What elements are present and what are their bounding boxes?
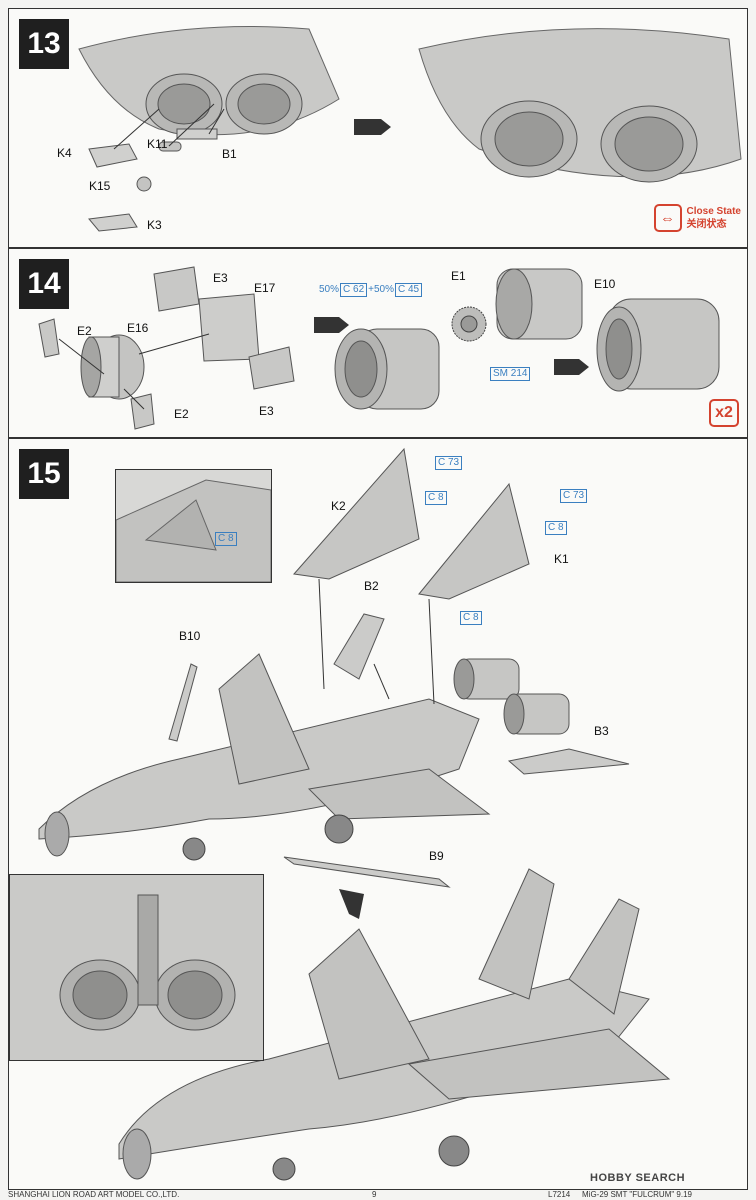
paint-c73-k1: C 73 bbox=[560, 489, 588, 503]
part-label-k11: K11 bbox=[147, 137, 168, 151]
part-label-b10: B10 bbox=[179, 629, 201, 643]
part-label-e3: E3 bbox=[213, 271, 228, 285]
close-state-note: ⇔ Close State 关闭状态 bbox=[653, 204, 741, 232]
footer-company: SHANGHAI LION ROAD ART MODEL CO.,LTD. bbox=[8, 1190, 180, 1199]
part-label-b9: B9 bbox=[429, 849, 444, 863]
part-label-e2-bottom: E2 bbox=[174, 407, 189, 421]
footer-page: 9 bbox=[372, 1190, 377, 1199]
paint-c8-k1-lower: C 8 bbox=[460, 611, 482, 625]
part-label-k15: K15 bbox=[89, 179, 111, 193]
paint-c8-inset: C 8 bbox=[215, 532, 237, 546]
part-label-b1: B1 bbox=[222, 147, 237, 161]
part-label-k4: K4 bbox=[57, 146, 72, 160]
part-label-b2: B2 bbox=[364, 579, 379, 593]
footer: SHANGHAI LION ROAD ART MODEL CO.,LTD. 9 … bbox=[0, 1190, 756, 1200]
part-label-k3: K3 bbox=[147, 218, 162, 232]
paint-c8-k2: C 8 bbox=[425, 491, 447, 505]
paint-plus: +50% bbox=[368, 284, 394, 295]
arrows-inward-icon: ⇔ bbox=[653, 204, 682, 232]
part-label-k1: K1 bbox=[554, 552, 569, 566]
paint-c45: C 45 bbox=[395, 283, 423, 297]
footer-title: MiG-29 SMT "FULCRUM" 9.19 bbox=[582, 1190, 692, 1199]
footer-code: L7214 bbox=[548, 1190, 571, 1199]
detail-inset-engines bbox=[9, 874, 264, 1061]
part-label-e16: E16 bbox=[127, 321, 149, 335]
paint-c62: C 62 bbox=[340, 283, 368, 297]
step-15-panel: 15 C 8 bbox=[8, 438, 748, 1190]
step-14-panel: 14 E3 E17 E2 bbox=[8, 248, 748, 438]
part-label-e2: E2 bbox=[77, 324, 92, 338]
part-label-e17: E17 bbox=[254, 281, 276, 295]
detail-inset-fin: C 8 bbox=[115, 469, 272, 583]
step-15-drawing bbox=[38, 447, 671, 1181]
part-label-e10: E10 bbox=[594, 277, 616, 291]
step-13-panel: 13 K4 K11 B1 K15 K3 ⇔ Close State 关闭状态 bbox=[8, 8, 748, 248]
close-state-cn: 关闭状态 bbox=[686, 219, 727, 230]
quantity-x2-badge: x2 bbox=[709, 399, 739, 427]
part-label-k2: K2 bbox=[331, 499, 346, 513]
step-number: 14 bbox=[19, 259, 69, 309]
paint-sm214: SM 214 bbox=[490, 367, 531, 381]
step-13-drawing bbox=[78, 26, 742, 232]
watermark: HOBBY SEARCH bbox=[590, 1172, 686, 1184]
paint-mix-callout: 50%C 62+50%C 45 bbox=[319, 283, 423, 297]
paint-c73-k2: C 73 bbox=[435, 456, 463, 470]
part-label-b3: B3 bbox=[594, 724, 609, 738]
part-label-e3-right: E3 bbox=[259, 404, 274, 418]
step-number: 15 bbox=[19, 449, 69, 499]
step-number: 13 bbox=[19, 19, 69, 69]
step-14-drawing bbox=[38, 266, 720, 430]
paint-sm214-callout: SM 214 bbox=[489, 367, 531, 381]
close-state-en: Close State bbox=[686, 206, 741, 217]
part-label-e1: E1 bbox=[451, 269, 466, 283]
paint-pct: 50% bbox=[319, 284, 340, 295]
paint-c8-k1: C 8 bbox=[545, 521, 567, 535]
